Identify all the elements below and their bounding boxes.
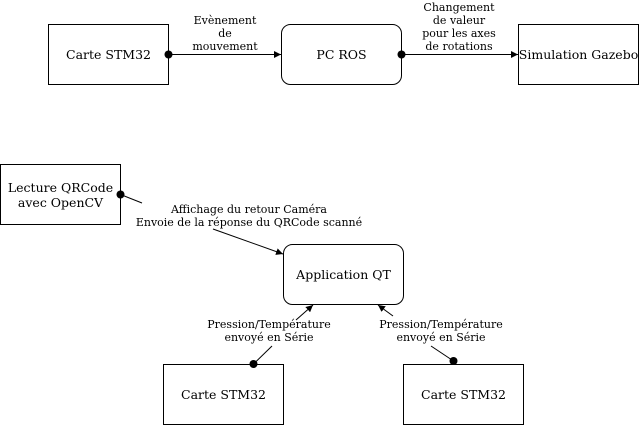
node-stm32-top-label: Carte STM32 [66,47,151,62]
edge-serial-left-label-line2: envoyé en Série [224,331,313,344]
edge-camera-source-dot [116,190,125,199]
node-qrcode-label-line2: avec OpenCV [18,195,104,210]
node-stm32-top: Carte STM32 [48,24,169,85]
node-app-qt: Application QT [283,244,404,305]
edge-motion-label-line2: de [218,27,232,40]
edge-serial-left-label-line1: Pression/Température [207,318,330,331]
node-gazebo: Simulation Gazebo [518,24,639,85]
edge-serial-left: Pression/Température envoyé en Série [207,304,331,368]
edge-camera-label-line2: Envoie de la réponse du QRCode scanné [136,216,362,229]
node-stm32-right-label: Carte STM32 [421,387,506,402]
node-qrcode-label-line1: Lecture QRCode [8,180,113,195]
node-pc-ros: PC ROS [281,24,402,85]
edge-serial-right: Pression/Température envoyé en Série [377,304,503,365]
edge-camera-label-line1: Affichage du retour Caméra [170,203,327,216]
edge-rotation: Changement de valeur pour les axes de ro… [397,1,518,59]
node-qrcode: Lecture QRCode avec OpenCV [0,164,121,225]
node-app-qt-label: Application QT [295,267,391,282]
node-stm32-left-label: Carte STM32 [181,387,266,402]
edge-serial-right-source-dot [449,357,458,365]
edge-motion-label-line3: mouvement [192,40,258,53]
node-gazebo-label: Simulation Gazebo [519,47,638,62]
edge-serial-right-label-line2: envoyé en Série [396,331,485,344]
edge-camera: Affichage du retour Caméra Envoie de la … [116,190,362,255]
edge-rotation-source-dot [397,50,406,59]
edge-motion-source-dot [164,50,173,59]
edge-motion: Evènement de mouvement [164,14,281,59]
node-stm32-right: Carte STM32 [403,364,524,425]
edge-rotation-label-line3: pour les axes [422,27,496,40]
node-stm32-left: Carte STM32 [163,364,284,425]
edge-rotation-label-line4: de rotations [425,40,493,53]
edge-motion-label-line1: Evènement [194,14,257,27]
edge-rotation-label-line1: Changement [423,1,495,14]
edge-serial-left-source-dot [249,360,258,368]
node-pc-ros-label: PC ROS [316,47,366,62]
edge-serial-right-label-line1: Pression/Température [379,318,502,331]
edge-rotation-label-line2: de valeur [433,14,486,27]
